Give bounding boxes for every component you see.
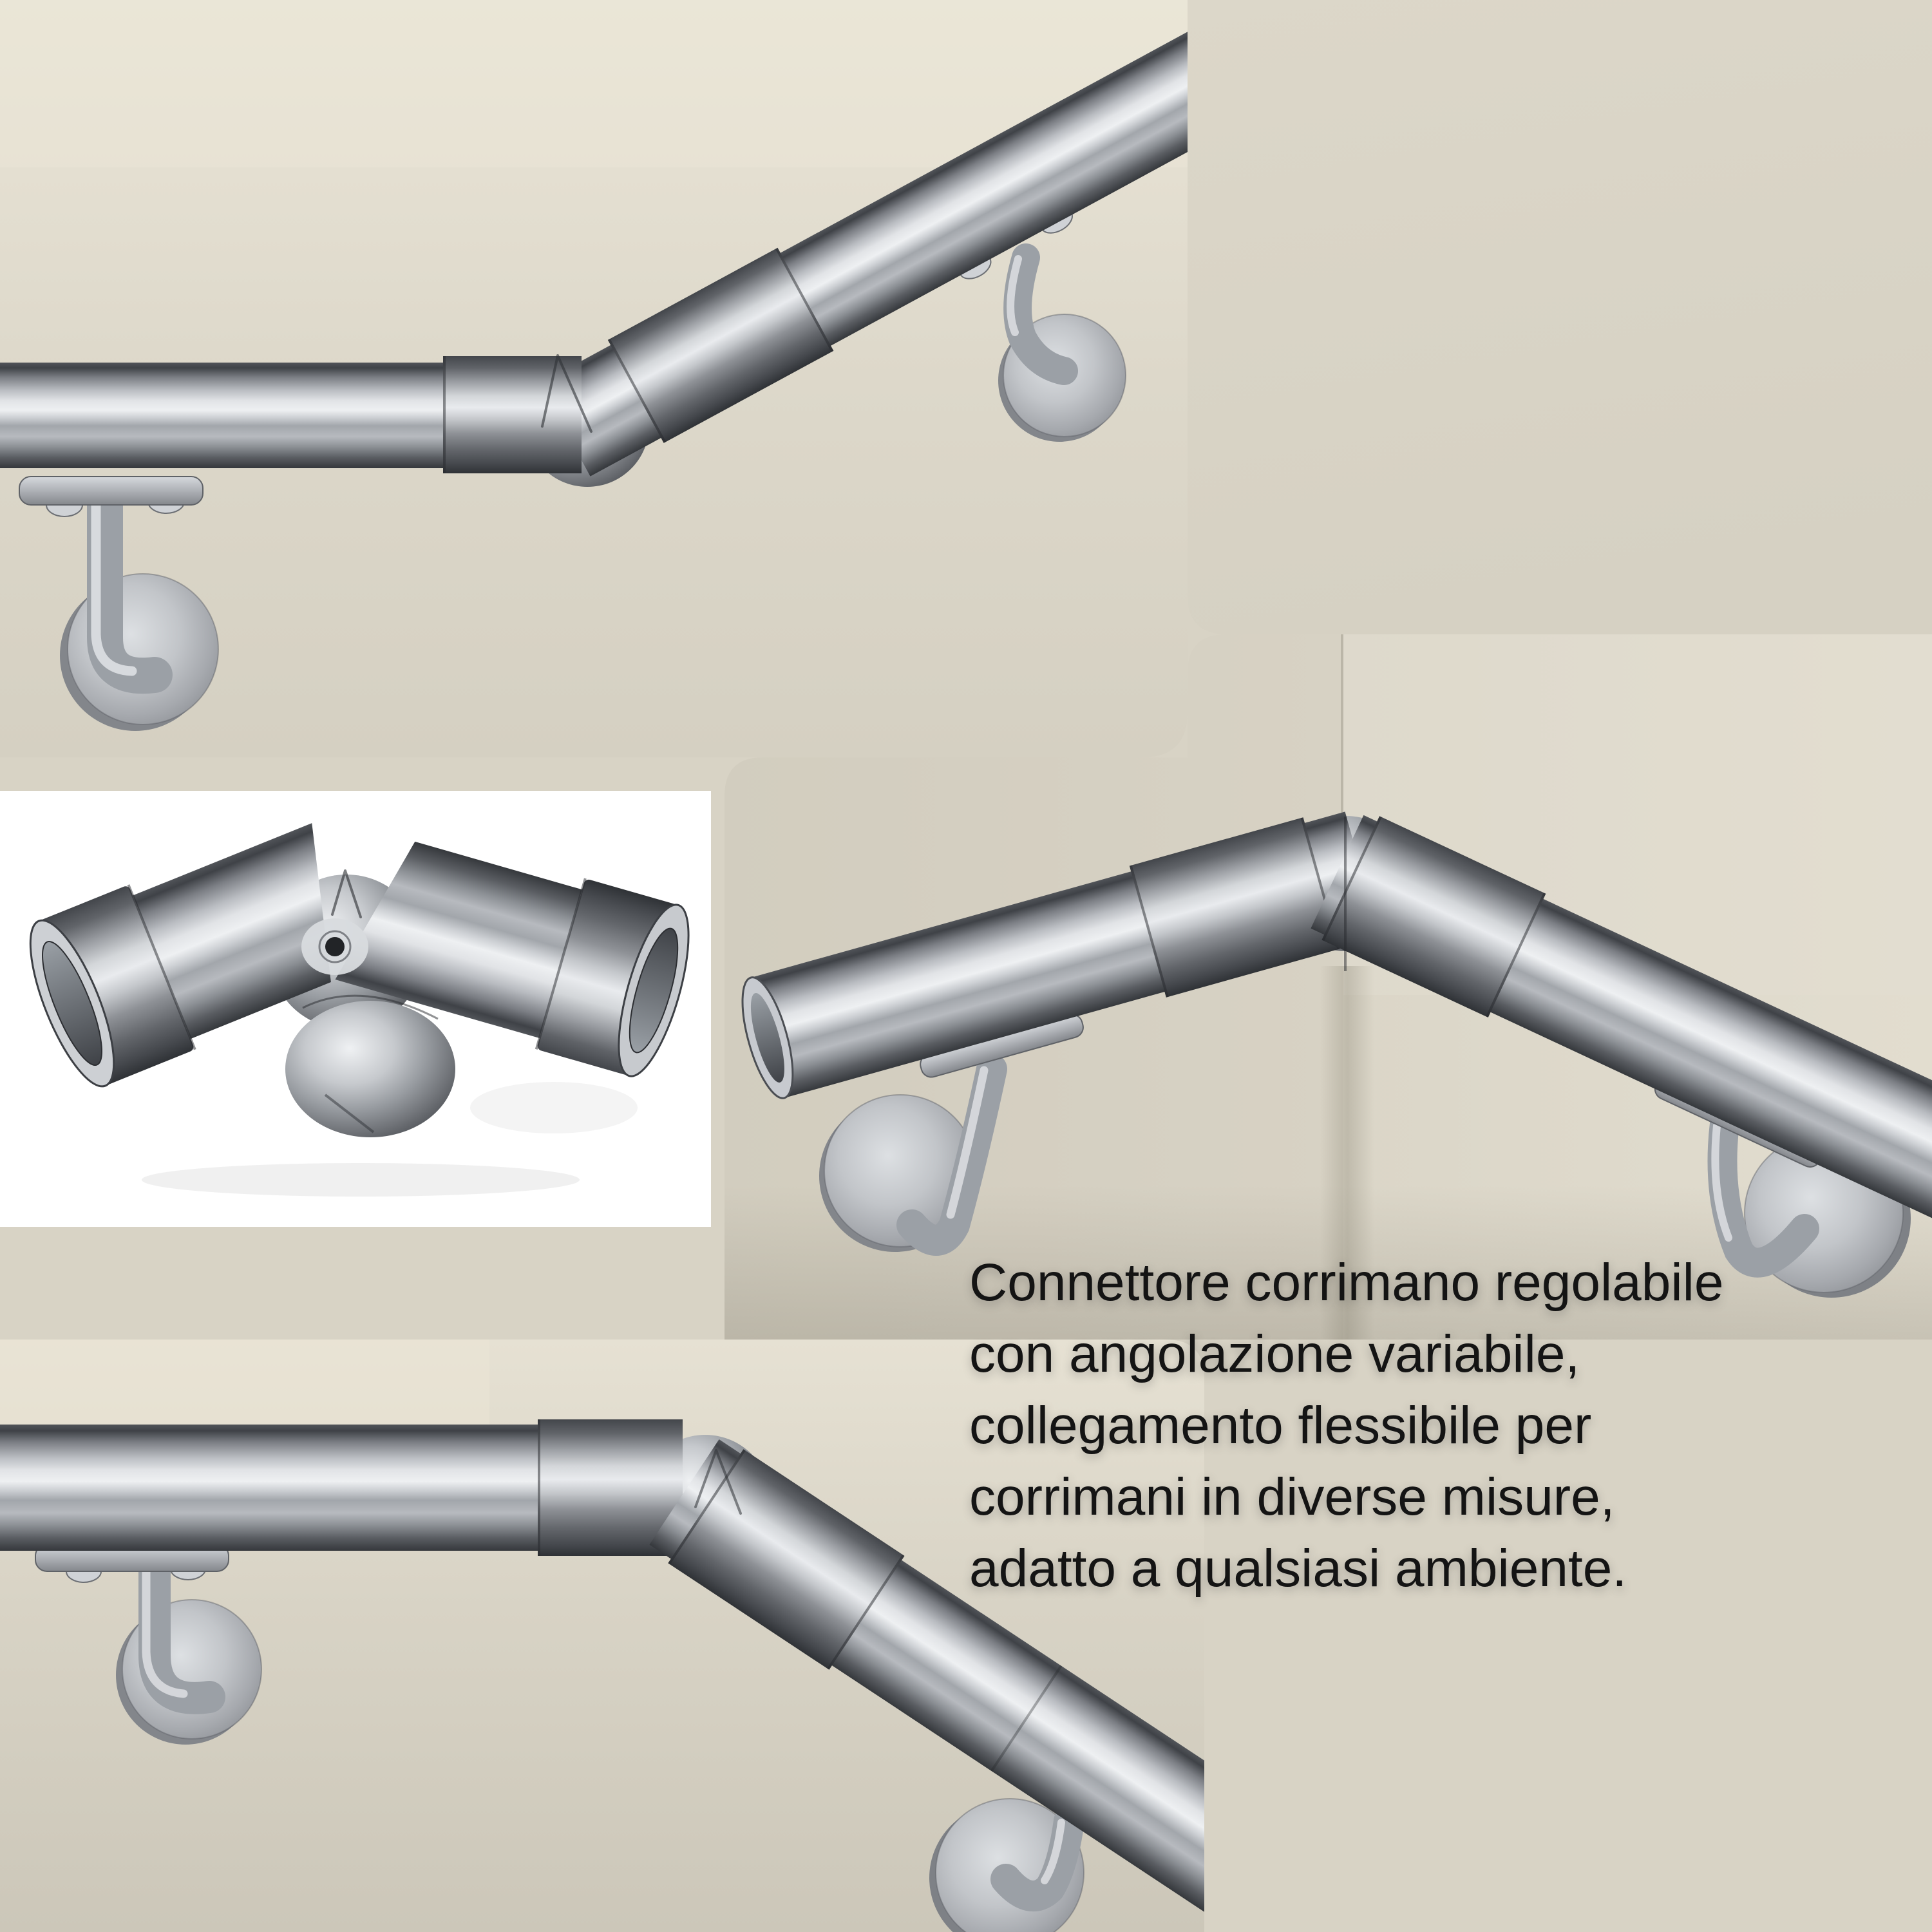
connector-sleeve <box>443 356 582 473</box>
bracket-post-highlight <box>142 1549 188 1698</box>
product-shadow <box>142 1163 580 1197</box>
bracket-post <box>990 1806 1084 1912</box>
photo-handrail-descending <box>0 1340 1204 1932</box>
pivot-screw-hole <box>301 918 368 975</box>
bracket-post-highlight <box>946 1066 989 1219</box>
bracket-post-highlight <box>1041 1819 1065 1884</box>
bracket-post-highlight <box>1007 255 1022 336</box>
connector-seam <box>694 1449 742 1515</box>
connector-sleeve <box>1129 817 1340 998</box>
connector-sleeve <box>668 1449 905 1670</box>
handrail-left <box>741 811 1379 1099</box>
connector-closeup-photo <box>0 791 711 1227</box>
description-line-1: Connettore corrimano regolabile <box>969 1253 1724 1312</box>
wall-bracket <box>19 476 219 731</box>
photo-handrail-ascending <box>0 0 1188 757</box>
wall-bracket <box>35 1537 262 1745</box>
connector-seam <box>324 1094 375 1133</box>
bracket-post-highlight <box>1711 1122 1732 1242</box>
description-line-5: adatto a qualsiasi ambiente. <box>969 1539 1627 1598</box>
description-line-3: collegamento flessibile per <box>969 1396 1592 1455</box>
wall-bracket <box>819 1014 1084 1256</box>
bracket-post <box>1003 243 1078 385</box>
connector-sleeve <box>607 247 834 443</box>
bracket-saddle <box>19 476 204 506</box>
tube-end-bore <box>629 927 679 1054</box>
connector-right-tube <box>335 841 690 1077</box>
connector-seam <box>1344 817 1347 971</box>
bracket-post <box>1707 1109 1819 1278</box>
handrail-angled <box>540 0 1188 477</box>
connector-seam <box>541 354 592 433</box>
handrail-right <box>1311 815 1932 1233</box>
wall-filler-top-right <box>1188 0 1932 634</box>
connector-seam <box>302 994 439 1020</box>
bracket-post <box>896 1054 1007 1256</box>
wall-corner-line <box>1341 634 1343 943</box>
connector-collar <box>40 886 194 1084</box>
rail-end-bore <box>750 992 784 1083</box>
bracket-post-highlight <box>91 498 137 676</box>
connector-seam <box>331 869 362 918</box>
description-line-4: corrimani in diverse misure, <box>969 1468 1615 1526</box>
description-line-2: con angolazione variabile, <box>969 1325 1580 1383</box>
product-description: Connettore corrimano regolabile con ango… <box>969 1247 1723 1604</box>
product-shadow <box>470 1082 638 1133</box>
handrail-angled <box>649 1439 1204 1932</box>
connector-left-tube <box>29 823 331 1088</box>
connector-sleeve <box>1321 816 1546 1018</box>
connector-hinge <box>285 1001 455 1137</box>
